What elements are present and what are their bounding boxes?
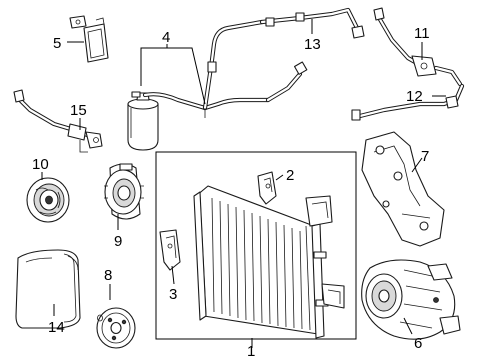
part-1-condenser-group <box>155 151 357 340</box>
part-5-seal-clamp <box>69 15 109 63</box>
part-13-discharge-line <box>204 7 365 118</box>
callout-8: 8 <box>104 267 112 284</box>
part-14-shield <box>15 249 81 329</box>
callout-12: 12 <box>406 88 423 105</box>
callout-11: 11 <box>414 25 430 42</box>
leader-7 <box>411 157 423 173</box>
callout-numbers: 5 4 13 11 12 15 10 9 2 3 7 8 14 1 6 <box>32 25 430 360</box>
callout-9: 9 <box>114 233 122 250</box>
part-4-accumulator <box>127 19 308 151</box>
part-10-clutch-plate <box>26 177 70 223</box>
callout-3: 3 <box>169 286 177 303</box>
leader-4b <box>167 47 206 105</box>
part-15-liquid-line <box>13 89 103 153</box>
callout-14: 14 <box>48 319 65 336</box>
callout-4: 4 <box>162 29 170 46</box>
callout-2: 2 <box>286 167 294 184</box>
callout-15: 15 <box>70 102 87 119</box>
callout-1: 1 <box>247 343 255 360</box>
part-3-bracket <box>159 229 181 271</box>
leader-6 <box>403 317 413 335</box>
part-6-compressor <box>361 259 461 340</box>
part-2-bracket <box>257 171 277 205</box>
leader-2 <box>275 174 284 181</box>
part-7-compressor-bracket <box>361 131 445 247</box>
callout-5: 5 <box>53 35 61 52</box>
callout-6: 6 <box>414 335 422 352</box>
leader-3 <box>171 265 175 285</box>
part-12-hose <box>351 83 465 121</box>
condenser-group-frame <box>155 151 357 340</box>
leader-4a <box>140 47 167 86</box>
callout-7: 7 <box>421 148 429 165</box>
part-11-hose <box>373 7 463 87</box>
callout-10: 10 <box>32 156 49 173</box>
part-8-clutch-hub <box>96 307 136 349</box>
condenser-mount-brackets <box>305 195 345 309</box>
part-9-pulley <box>104 163 144 220</box>
callout-13: 13 <box>304 36 321 53</box>
leader-lines <box>41 19 446 348</box>
